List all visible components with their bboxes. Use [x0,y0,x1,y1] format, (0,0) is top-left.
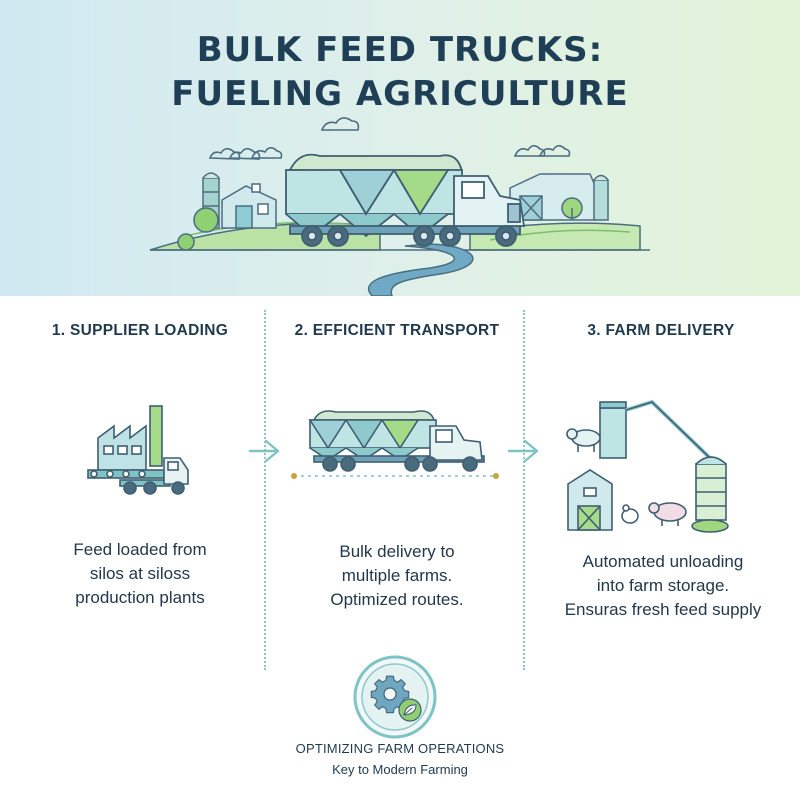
column-divider [523,310,525,670]
barn-icon [221,183,277,229]
page-title: BULK FEED TRUCKS: FUELING AGRICULTURE [0,28,800,116]
column-divider [264,310,266,670]
description-line: Optimized routes. [330,590,464,609]
cloud-icon [208,117,571,160]
hero-banner: BULK FEED TRUCKS: FUELING AGRICULTURE [0,0,800,296]
arrow-right-icon [507,439,539,463]
farm-unloading-icon [560,398,750,534]
step-3-description: Automated unloading into farm storage. E… [532,550,794,622]
description-line: multiple farms. [341,566,453,585]
step-2-title: 2. EFFICIENT TRANSPORT [294,322,500,339]
feed-truck-icon [290,402,500,482]
title-line-1: BULK FEED TRUCKS: [196,30,604,70]
gear-leaf-icon [353,655,437,739]
step-1-title: 1. SUPPLIER LOADING [51,322,229,339]
title-line-2: FUELING AGRICULTURE [171,74,629,114]
description-line: production plants [75,588,205,607]
step-1-description: Feed loaded from silos at siloss product… [20,538,260,610]
factory-loading-icon [84,404,194,496]
description-line: Ensuras fresh feed supply [564,600,762,619]
footer-subtitle: Key to Modern Farming [332,762,468,777]
description-line: silos at siloss [89,564,191,583]
description-line: Feed loaded from [73,540,207,559]
footer-title: OPTIMIZING FARM OPERATIONS [295,741,505,756]
step-3-title: 3. FARM DELIVERY [587,322,735,339]
arrow-right-icon [248,439,280,463]
description-line: Automated unloading [582,552,744,571]
description-line: into farm storage. [596,576,730,595]
silo-icon [593,174,609,221]
step-2-description: Bulk delivery to multiple farms. Optimiz… [272,540,522,612]
description-line: Bulk delivery to [339,542,455,561]
hero-farm-scene [149,117,650,296]
feed-truck-icon [285,153,526,247]
